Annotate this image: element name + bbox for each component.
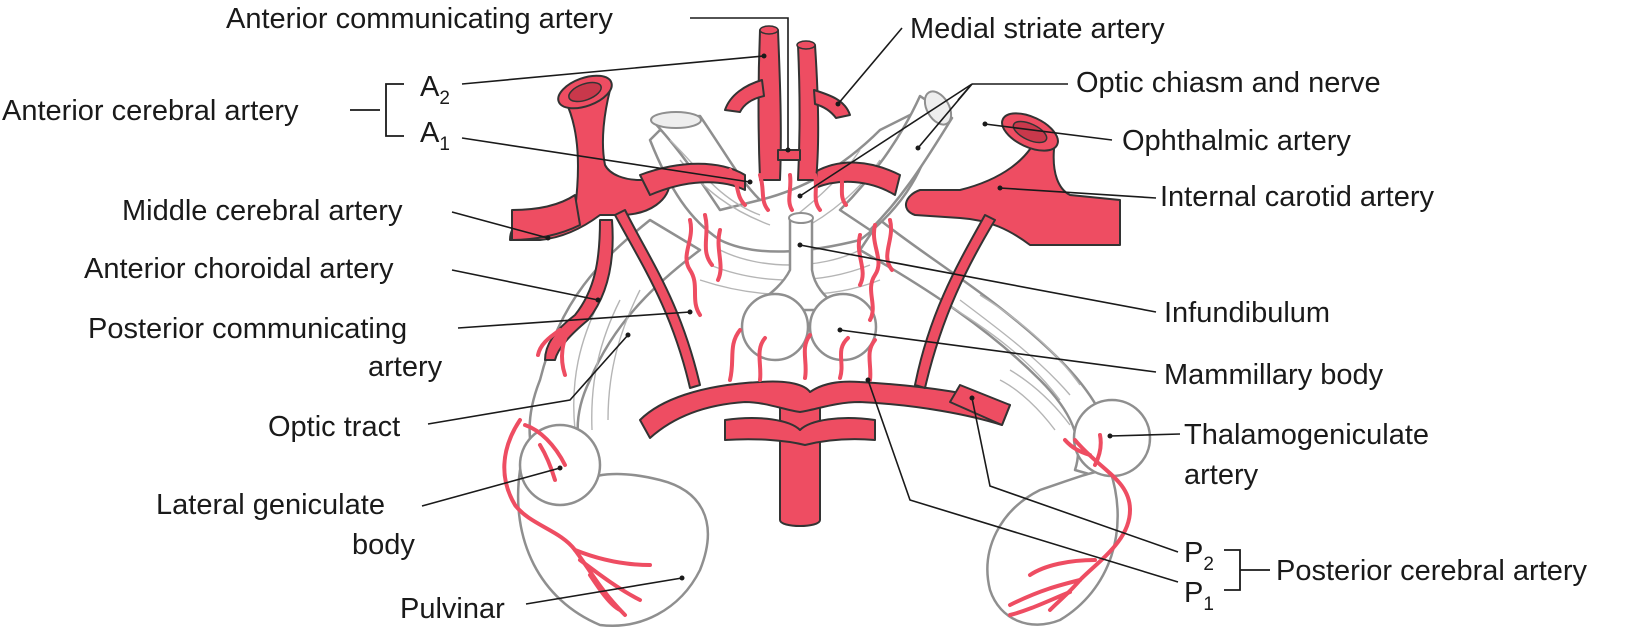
label-p2: P2: [1184, 537, 1214, 575]
middle-cerebral-artery-left: [511, 194, 581, 241]
anterior-choroidal-artery-left: [544, 219, 614, 361]
label-optic-chiasm-and-nerve: Optic chiasm and nerve: [1076, 67, 1381, 99]
label-posterior-communicating-line2: artery: [368, 351, 443, 383]
optic-nerve-left-cut: [650, 111, 702, 129]
anterior-communicating-artery: [777, 149, 801, 161]
posterior-communicating-artery-right: [914, 214, 996, 389]
label-ophthalmic-artery: Ophthalmic artery: [1122, 125, 1351, 157]
medial-striate-right: [813, 89, 851, 119]
label-medial-striate-artery: Medial striate artery: [910, 13, 1165, 45]
label-thalamogeniculate-line2: artery: [1184, 459, 1259, 491]
label-anterior-choroidal-artery: Anterior choroidal artery: [84, 253, 394, 285]
label-infundibulum: Infundibulum: [1164, 297, 1330, 329]
superior-cerebellar-arteries: [724, 417, 876, 446]
label-pulvinar: Pulvinar: [400, 593, 505, 625]
label-posterior-communicating-line1: Posterior communicating: [88, 313, 407, 345]
lateral-geniculate-body-left: [518, 423, 602, 507]
lateral-geniculate-body-right: [1072, 398, 1152, 478]
label-thalamogeniculate-line1: Thalamogeniculate: [1184, 419, 1429, 451]
label-anterior-communicating-artery: Anterior communicating artery: [226, 3, 613, 35]
label-posterior-cerebral-artery: Posterior cerebral artery: [1276, 555, 1588, 587]
frontopolar-left: [724, 79, 765, 113]
label-anterior-cerebral-artery: Anterior cerebral artery: [2, 95, 299, 127]
optic-nerve-right: [838, 94, 954, 232]
label-lateral-geniculate-line2: body: [352, 529, 415, 561]
a2-right: [797, 44, 820, 181]
pulvinar-right-lobe: [986, 468, 1119, 626]
mammillary-body-left: [740, 292, 810, 362]
label-mammillary-body: Mammillary body: [1164, 359, 1384, 391]
labels: Anterior communicating artery Medial str…: [2, 3, 1588, 625]
label-middle-cerebral-artery: Middle cerebral artery: [122, 195, 403, 227]
label-lateral-geniculate-line1: Lateral geniculate: [156, 489, 385, 521]
label-optic-tract: Optic tract: [268, 411, 400, 443]
infundibulum-top: [788, 212, 814, 224]
leader-lines: [350, 17, 1270, 605]
tissue-layer: [516, 90, 1152, 627]
artery-layer: [502, 25, 1133, 617]
basilar-artery: [779, 394, 821, 527]
label-a2: A2: [420, 71, 450, 109]
p2-stub-right: [949, 384, 1011, 426]
posterior-communicating-artery-left: [614, 209, 701, 389]
label-p1: P1: [1184, 577, 1214, 615]
label-internal-carotid-artery: Internal carotid artery: [1160, 181, 1435, 213]
internal-carotid-artery-right: [905, 129, 1121, 246]
label-a1: A1: [420, 117, 450, 155]
pulvinar-left-lobe: [516, 468, 710, 627]
a1-left: [639, 162, 746, 196]
